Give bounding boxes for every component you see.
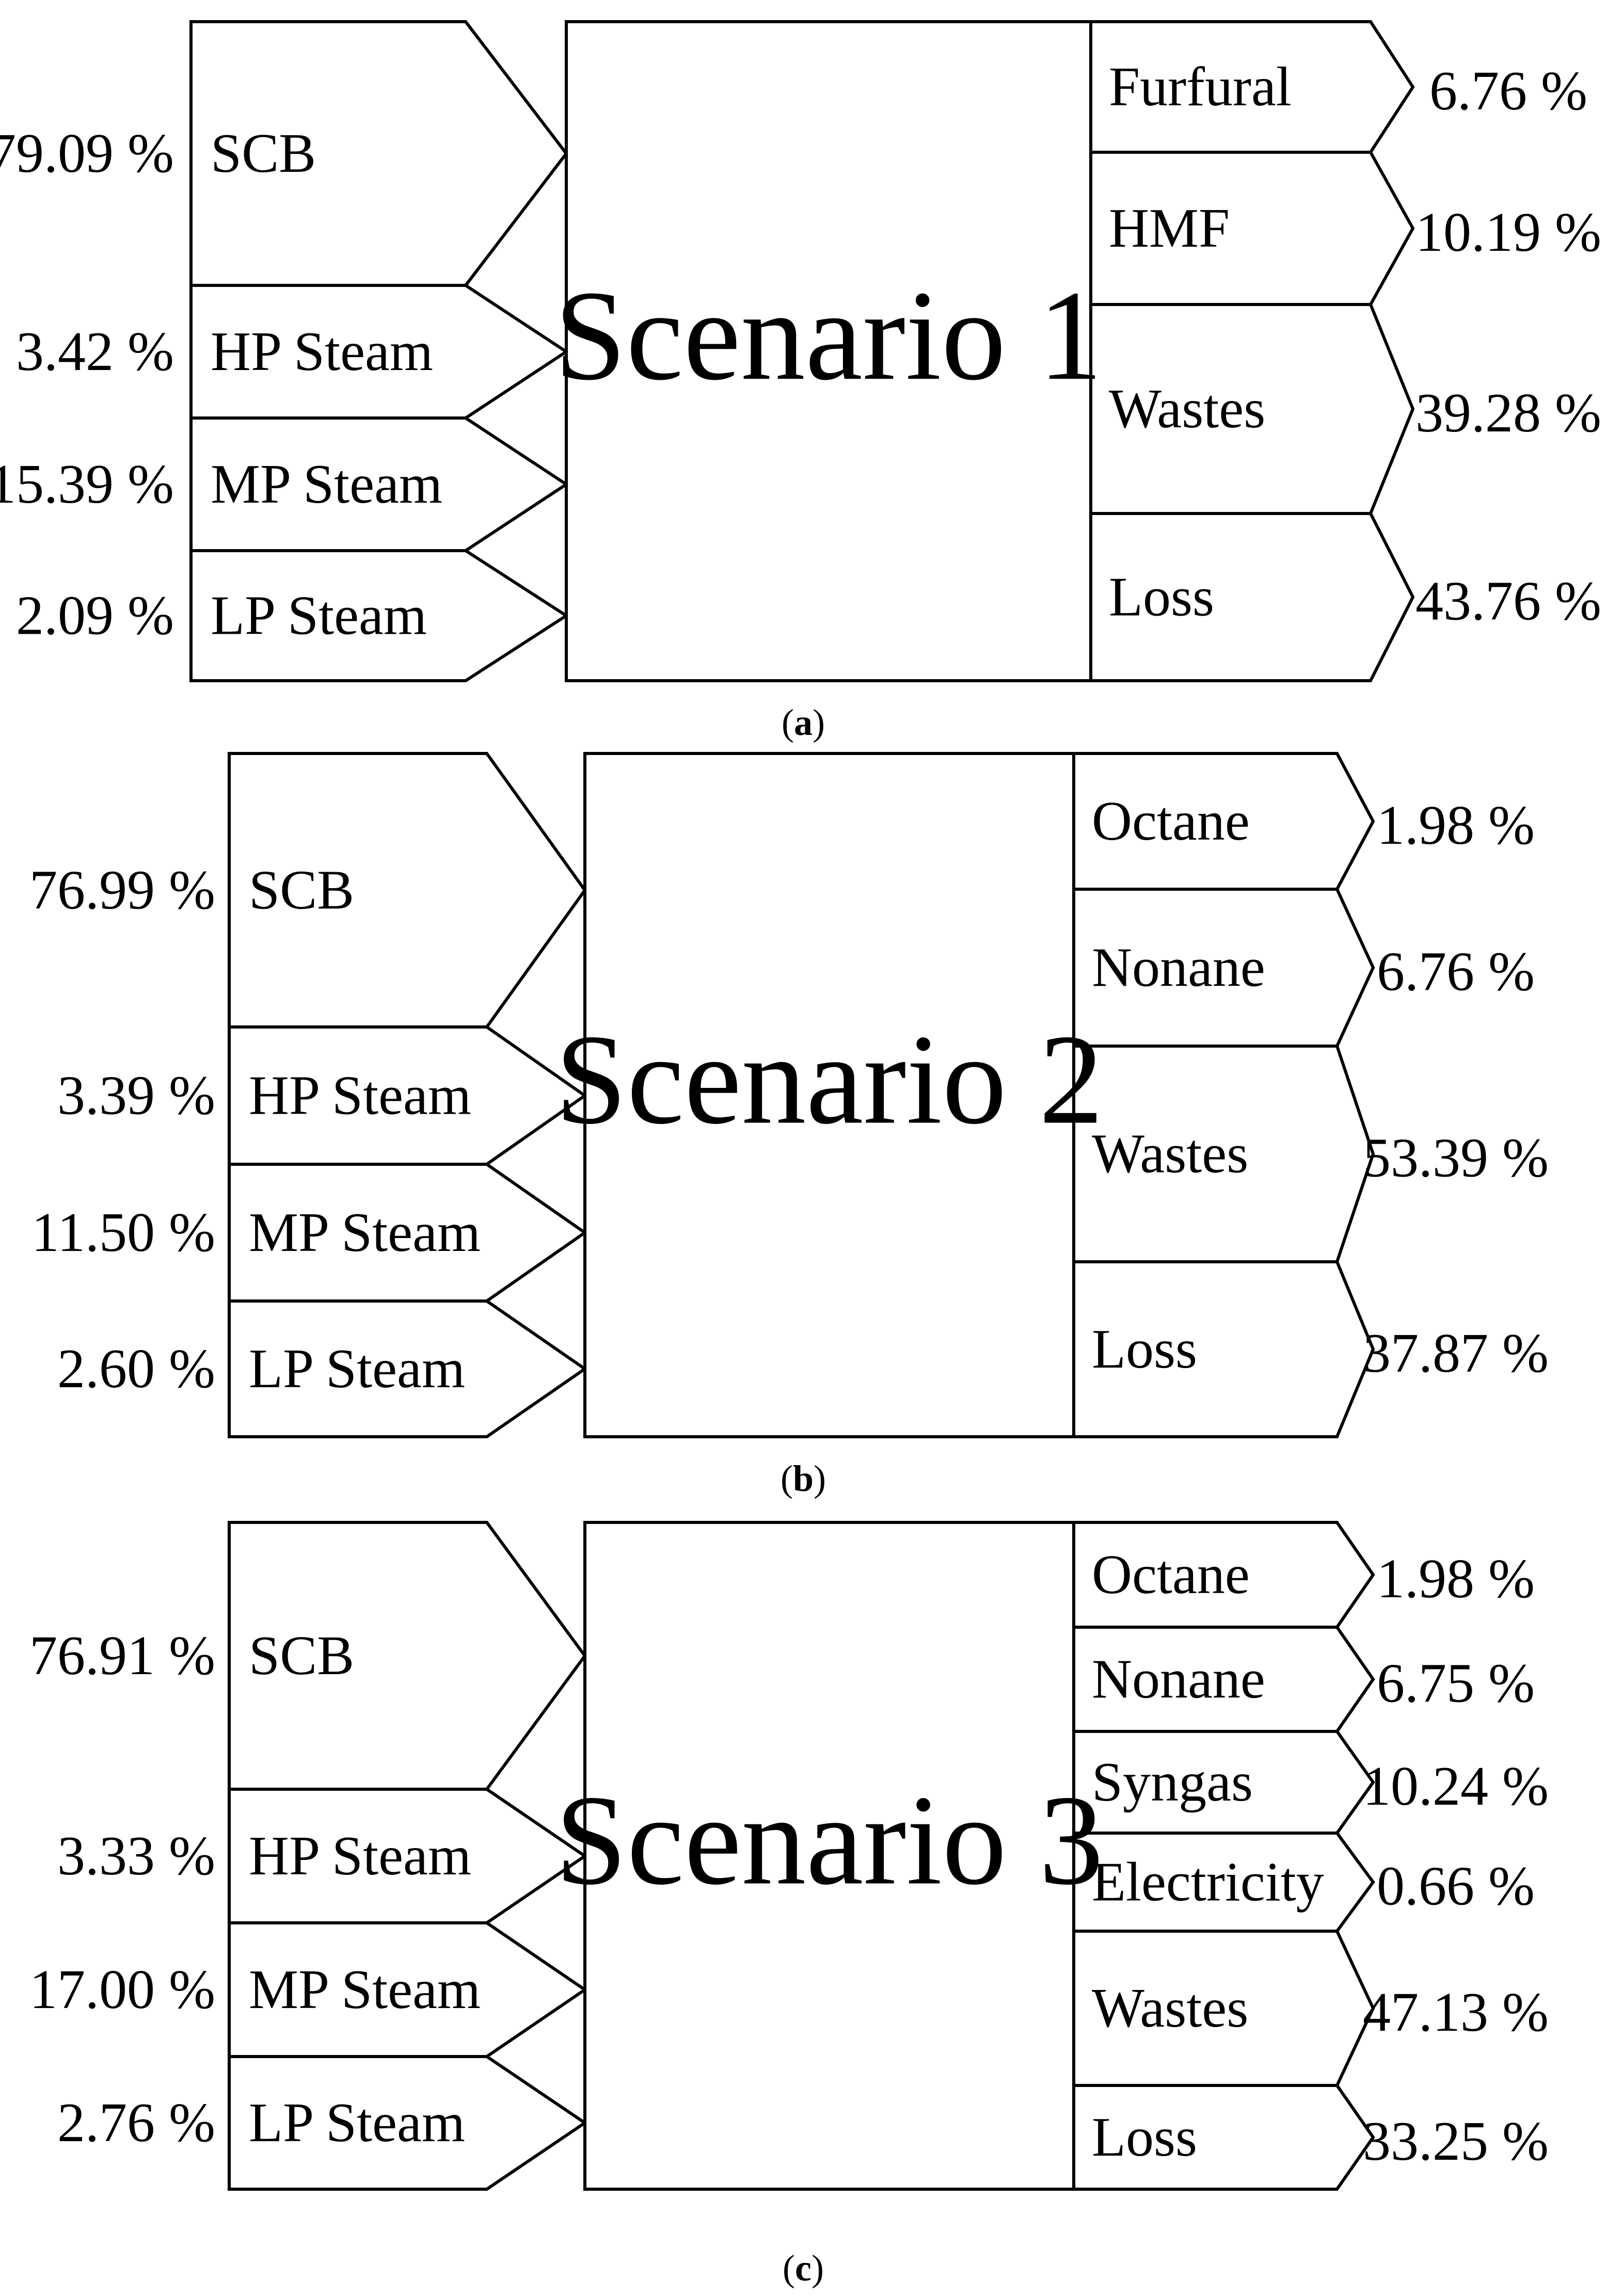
input-label: HP Steam <box>249 1825 471 1887</box>
input-label: MP Steam <box>211 454 442 515</box>
output-label: Electricity <box>1092 1852 1324 1913</box>
input-percent: 11.50 % <box>31 1202 215 1263</box>
output-percent: 47.13 % <box>1363 1982 1549 2043</box>
output-label: Nonane <box>1092 1649 1265 1710</box>
input-label: LP Steam <box>211 585 427 647</box>
scenario-title: Scenario 1 <box>554 264 1103 407</box>
output-percent: 6.76 % <box>1429 60 1587 122</box>
output-percent: 39.28 % <box>1415 382 1601 444</box>
input-percent: 3.39 % <box>57 1065 215 1127</box>
input-arrow-lp-steam <box>228 2055 588 2191</box>
input-label: MP Steam <box>249 1959 481 2020</box>
scenario-box <box>583 752 1075 1438</box>
panel-caption-letter: a <box>794 702 813 743</box>
scenario-3-panel: SCB 76.91 % HP Steam 3.33 % MP Steam 17.00 % L… <box>29 1521 1549 2289</box>
output-percent: 6.76 % <box>1377 941 1535 1003</box>
panel-caption: (a) <box>782 702 825 743</box>
input-arrow-hp-steam <box>228 1788 588 1924</box>
input-percent: 15.39 % <box>0 454 174 515</box>
input-percent: 3.42 % <box>16 321 174 382</box>
output-percent: 10.24 % <box>1363 1756 1549 1817</box>
output-label: Furfural <box>1109 56 1292 118</box>
panel-caption-letter: c <box>795 2247 812 2289</box>
input-label: LP Steam <box>249 1338 465 1400</box>
output-label: Loss <box>1092 2107 1197 2168</box>
input-arrow-mp-steam <box>189 416 569 552</box>
output-percent: 43.76 % <box>1415 571 1601 632</box>
input-percent: 76.91 % <box>29 1625 215 1687</box>
input-percent: 2.09 % <box>16 585 174 647</box>
input-label: SCB <box>211 123 316 184</box>
input-arrow-hp-steam <box>228 1025 588 1166</box>
output-percent: 10.19 % <box>1415 202 1601 263</box>
input-arrow-scb <box>228 752 587 1029</box>
input-arrow-scb <box>228 1521 587 1791</box>
output-label: Syngas <box>1092 1752 1253 1813</box>
input-arrow-hp-steam <box>189 284 569 420</box>
input-arrow-mp-steam <box>228 1163 588 1303</box>
input-percent: 3.33 % <box>57 1825 215 1887</box>
scenario-title: Scenario 3 <box>555 1769 1103 1912</box>
input-percent: 76.99 % <box>29 860 215 921</box>
input-percent: 2.76 % <box>57 2092 215 2154</box>
output-label: Nonane <box>1092 937 1265 999</box>
output-label: Wastes <box>1092 1123 1248 1185</box>
panel-caption: (b) <box>781 1458 826 1499</box>
output-label: Wastes <box>1109 378 1265 440</box>
output-percent: 53.39 % <box>1363 1128 1549 1189</box>
input-arrow-lp-steam <box>228 1299 588 1438</box>
output-label: Loss <box>1092 1319 1197 1380</box>
input-label: MP Steam <box>249 1202 481 1263</box>
input-percent: 17.00 % <box>29 1959 215 2020</box>
input-arrow-lp-steam <box>189 549 569 682</box>
scenario-1-panel: SCB 79.09 % HP Steam 3.42 % MP Steam 15.39 % L… <box>0 20 1601 743</box>
output-label: Octane <box>1092 791 1250 852</box>
panel-caption: (c) <box>783 2247 824 2289</box>
input-label: LP Steam <box>249 2092 465 2154</box>
input-label: SCB <box>249 1625 354 1687</box>
output-percent: 6.75 % <box>1377 1653 1535 1714</box>
output-percent: 1.98 % <box>1377 1548 1535 1610</box>
output-label: Loss <box>1109 567 1214 628</box>
input-label: HP Steam <box>249 1065 471 1127</box>
output-percent: 37.87 % <box>1363 1323 1549 1384</box>
input-label: SCB <box>249 860 354 921</box>
input-percent: 2.60 % <box>57 1338 215 1400</box>
input-arrow-scb <box>189 20 568 287</box>
scenario-2-panel: SCB 76.99 % HP Steam 3.39 % MP Steam 11.50 % L… <box>29 752 1549 1499</box>
scenario-box <box>583 1521 1075 2191</box>
output-percent: 1.98 % <box>1377 795 1535 856</box>
input-percent: 79.09 % <box>0 123 174 184</box>
output-percent: 33.25 % <box>1363 2111 1549 2172</box>
panel-caption-letter: b <box>793 1458 814 1499</box>
output-label: Wastes <box>1092 1978 1248 2039</box>
scenario-box <box>565 20 1092 682</box>
scenario-title: Scenario 2 <box>555 1008 1103 1151</box>
output-label: HMF <box>1109 198 1230 259</box>
output-label: Octane <box>1092 1544 1250 1605</box>
input-label: HP Steam <box>211 321 433 382</box>
input-arrow-mp-steam <box>228 1921 588 2058</box>
output-percent: 0.66 % <box>1377 1856 1535 1917</box>
